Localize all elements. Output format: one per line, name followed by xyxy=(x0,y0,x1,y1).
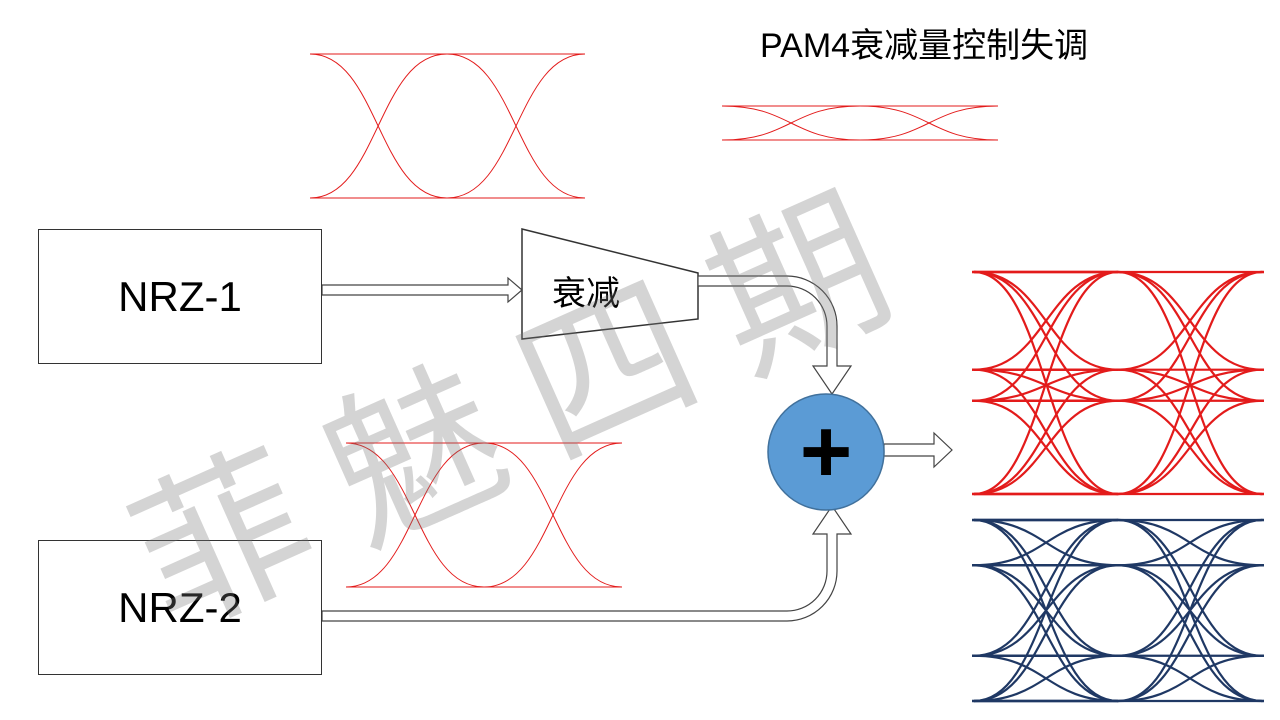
red-eye-trace-39 xyxy=(1261,368,1264,371)
navy-eye-trace-18 xyxy=(1117,654,1263,703)
nrz1-block: NRZ-1 xyxy=(38,229,322,364)
navy-eye-trace-17 xyxy=(973,654,1119,703)
red-eye-trace-30 xyxy=(1117,368,1263,496)
red-eye-trace-41 xyxy=(973,270,1119,496)
navy-eye-trace-29 xyxy=(973,564,1119,703)
navy-eye-trace-45 xyxy=(973,518,1119,657)
red-eye-trace-51 xyxy=(1261,270,1264,274)
arrow-nrz1-to-attenuator xyxy=(321,276,523,304)
navy-eye-trace-7 xyxy=(1261,699,1264,703)
red-eye-trace-50 xyxy=(1117,270,1263,371)
red-eye-trace-31 xyxy=(1261,368,1264,371)
navy-eye-trace-23 xyxy=(1261,654,1264,657)
navy-eye-trace-47 xyxy=(1261,518,1264,522)
navy-eye-trace-46 xyxy=(1117,518,1263,657)
red-eye-trace-15 xyxy=(1261,492,1264,496)
navy-eye-trace-30 xyxy=(1117,564,1263,703)
attenuator-label: 衰减 xyxy=(552,275,620,313)
red-eye-trace-17 xyxy=(973,399,1119,496)
slide-title: PAM4衰减量控制失调 xyxy=(760,27,1089,65)
adder-circle xyxy=(767,393,885,511)
red-eye-trace-45 xyxy=(973,270,1119,402)
red-eye-trace-29 xyxy=(973,368,1119,496)
navy-eye-trace-11 xyxy=(1261,699,1264,703)
nrz2-block: NRZ-2 xyxy=(38,540,322,675)
attenuator-block xyxy=(521,228,699,340)
red-eye-trace-19 xyxy=(1261,399,1264,403)
navy-eye-trace-51 xyxy=(1261,518,1264,522)
navy-eye-trace-19 xyxy=(1261,654,1264,657)
red-eye-trace-23 xyxy=(1261,399,1264,402)
red-eye-trace-49 xyxy=(973,270,1119,371)
navy-eye-trace-41 xyxy=(973,518,1119,703)
navy-eye-trace-50 xyxy=(1117,518,1263,567)
navy-eye-trace-35 xyxy=(1261,564,1264,567)
navy-eye-trace-43 xyxy=(1261,518,1264,522)
nrz2-label: NRZ-2 xyxy=(118,583,242,631)
nrz2-eye-diagram xyxy=(345,442,623,588)
navy-eye-trace-31 xyxy=(1261,564,1264,567)
red-eye-trace-42 xyxy=(1117,270,1263,496)
red-eye-trace-11 xyxy=(1261,492,1264,496)
red-eye-trace-47 xyxy=(1261,270,1264,274)
arrow-adder-to-output xyxy=(883,431,953,469)
navy-eye-trace-49 xyxy=(973,518,1119,567)
navy-eye-trace-15 xyxy=(1261,699,1264,703)
red-eye-trace-18 xyxy=(1117,399,1263,496)
output-pam4-eye-navy xyxy=(972,518,1264,703)
nrz1-eye-diagram xyxy=(309,53,586,199)
red-eye-trace-7 xyxy=(1261,492,1264,496)
red-eye-trace-27 xyxy=(1261,399,1264,402)
attenuated-eye-diagram xyxy=(721,105,999,141)
red-eye-trace-43 xyxy=(1261,270,1264,274)
arrow-nrz2-to-adder xyxy=(321,504,853,622)
arrow-attenuator-to-adder xyxy=(697,275,853,396)
red-eye-trace-35 xyxy=(1261,368,1264,371)
red-eye-trace-46 xyxy=(1117,270,1263,402)
navy-eye-trace-27 xyxy=(1261,654,1264,657)
nrz1-label: NRZ-1 xyxy=(118,272,242,320)
navy-eye-trace-42 xyxy=(1117,518,1263,703)
navy-eye-trace-39 xyxy=(1261,564,1264,567)
output-pam4-eye-red xyxy=(972,270,1264,496)
